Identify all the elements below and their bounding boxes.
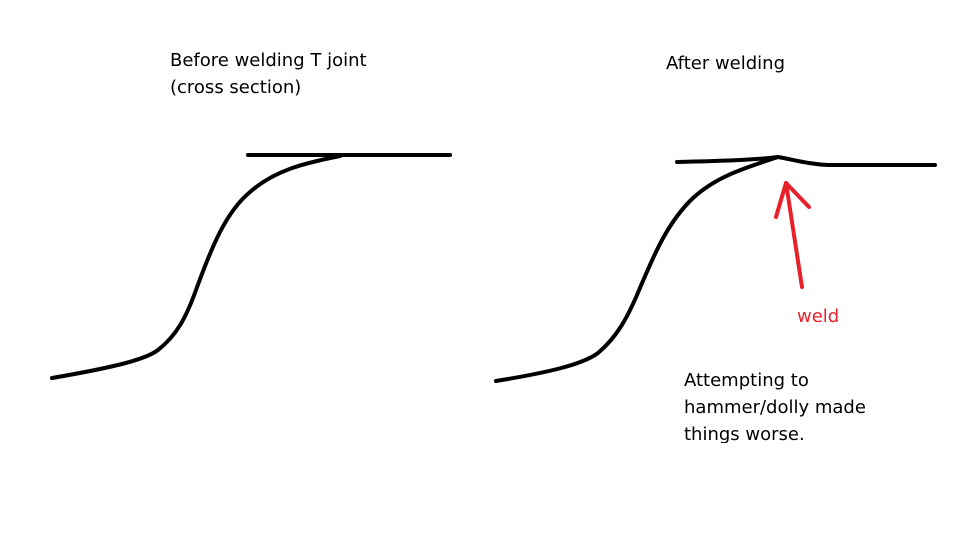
after-curved-panel <box>494 155 780 383</box>
note-line-1: Attempting to <box>684 370 809 391</box>
before-label-line-2: (cross section) <box>170 77 302 98</box>
before-welding-label: Before welding T joint (cross section) <box>170 47 367 101</box>
weld-arrow-head <box>774 181 811 219</box>
weld-label: weld <box>797 306 840 327</box>
after-top-panel <box>675 155 937 167</box>
before-curved-panel <box>50 154 342 380</box>
note-line-2: hammer/dolly made <box>684 397 866 418</box>
weld-arrow-shaft <box>784 181 804 289</box>
before-label-line-1: Before welding T joint <box>170 50 367 71</box>
note-line-3: things worse. <box>684 424 805 443</box>
hammer-dolly-note: Attempting to hammer/dolly made things w… <box>684 367 866 443</box>
after-welding-label: After welding <box>666 53 786 74</box>
